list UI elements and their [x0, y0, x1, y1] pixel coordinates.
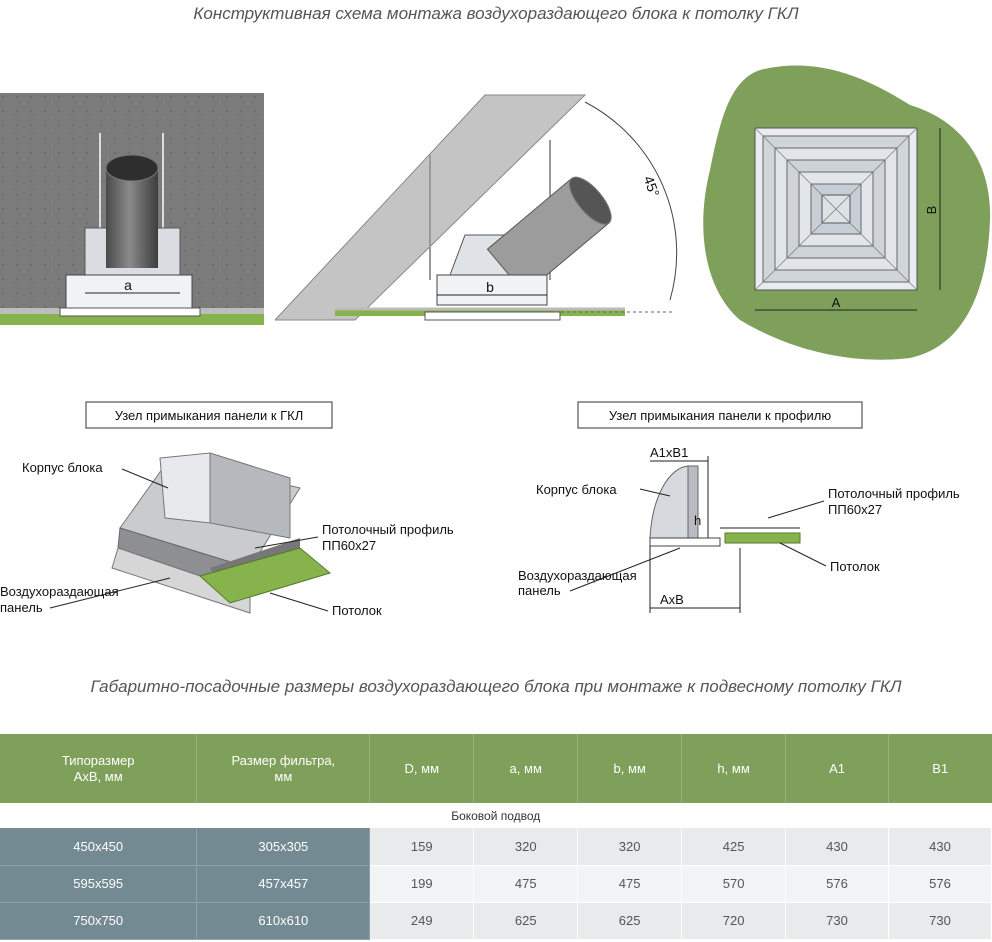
angle-label: 45°: [641, 174, 663, 199]
table-row: 595х595 457х457 199 475 475 570 576 576: [0, 865, 992, 903]
cell: 199: [369, 865, 475, 903]
detail-right-title: Узел примыкания панели к профилю: [609, 408, 831, 423]
cell: 320: [473, 828, 579, 866]
col-a: a, мм: [473, 734, 579, 803]
detail-right-body-label: Корпус блока: [536, 482, 617, 497]
dim-a-label: a: [124, 277, 132, 293]
cell: 625: [577, 902, 683, 940]
detail-left-title: Узел примыкания панели к ГКЛ: [115, 408, 304, 423]
col-a1: A1: [785, 734, 889, 803]
dim-b-label: b: [486, 279, 494, 295]
cell: 750х750: [0, 902, 198, 940]
cell: 450х450: [0, 828, 198, 866]
cell: 625: [473, 902, 579, 940]
detail-left-panel-label-2: панель: [0, 600, 43, 615]
col-h: h, мм: [681, 734, 787, 803]
cell: 576: [888, 865, 992, 903]
table-row: 450х450 305х305 159 320 320 425 430 430: [0, 828, 992, 866]
cell: 570: [681, 865, 787, 903]
detail-left-panel-label-1: Воздухораздающая: [0, 584, 119, 599]
cell: 159: [369, 828, 475, 866]
cell: 475: [577, 865, 683, 903]
cell: 576: [785, 865, 889, 903]
detail-right-panel-label-1: Воздухораздающая: [518, 568, 637, 583]
detail-right-a1b1-label: А1хВ1: [650, 445, 688, 460]
detail-right-profile-label-1: Потолочный профиль: [828, 486, 960, 501]
inclined-view-figure: b 45°: [275, 90, 685, 335]
cell: 457х457: [196, 865, 371, 903]
front-view-figure: a: [0, 93, 264, 333]
page-title: Конструктивная схема монтажа воздухоразд…: [193, 4, 799, 23]
cell: 430: [888, 828, 992, 866]
duct-pipe: [106, 168, 158, 268]
table-row: 750х750 610х610 249 625 625 720 730 730: [0, 902, 992, 940]
cell: 720: [681, 902, 787, 940]
dim-B-label: B: [924, 206, 939, 215]
detail-right-profile-label-2: ПП60х27: [828, 502, 882, 517]
subheader-side-supply: Боковой подвод: [0, 803, 992, 828]
cell: 425: [681, 828, 787, 866]
col-b: b, мм: [577, 734, 683, 803]
col-d: D, мм: [369, 734, 475, 803]
detail-profile-figure: Узел примыкания панели к профилю А1хВ1 h…: [510, 398, 992, 623]
cell: 430: [785, 828, 889, 866]
detail-right-ceiling-label: Потолок: [830, 559, 880, 574]
detail-left-body-label: Корпус блока: [22, 460, 103, 475]
col-b1: B1: [888, 734, 992, 803]
detail-left-profile-label-2: ПП60х27: [322, 538, 376, 553]
dim-A-label: A: [832, 295, 841, 310]
cell: 610х610: [196, 902, 371, 940]
col-filter: Размер фильтра,мм: [196, 734, 371, 803]
cell: 475: [473, 865, 579, 903]
detail-gkl-figure: Узел примыкания панели к ГКЛ Корпус блок…: [0, 398, 500, 628]
cell: 730: [785, 902, 889, 940]
detail-right-panel-label-2: панель: [518, 583, 561, 598]
cell: 249: [369, 902, 475, 940]
detail-left-ceiling-label: Потолок: [332, 603, 382, 618]
top-view-figure: A B: [700, 60, 992, 365]
cell: 730: [888, 902, 992, 940]
detail-left-profile-label-1: Потолочный профиль: [322, 522, 454, 537]
cell: 595х595: [0, 865, 198, 903]
cell: 305х305: [196, 828, 371, 866]
section-title: Габаритно-посадочные размеры воздухоразд…: [90, 677, 902, 696]
detail-right-h-label: h: [694, 513, 701, 528]
detail-right-axb-label: АхВ: [660, 592, 684, 607]
cell: 320: [577, 828, 683, 866]
table-subheader-row: Боковой подвод: [0, 803, 992, 828]
